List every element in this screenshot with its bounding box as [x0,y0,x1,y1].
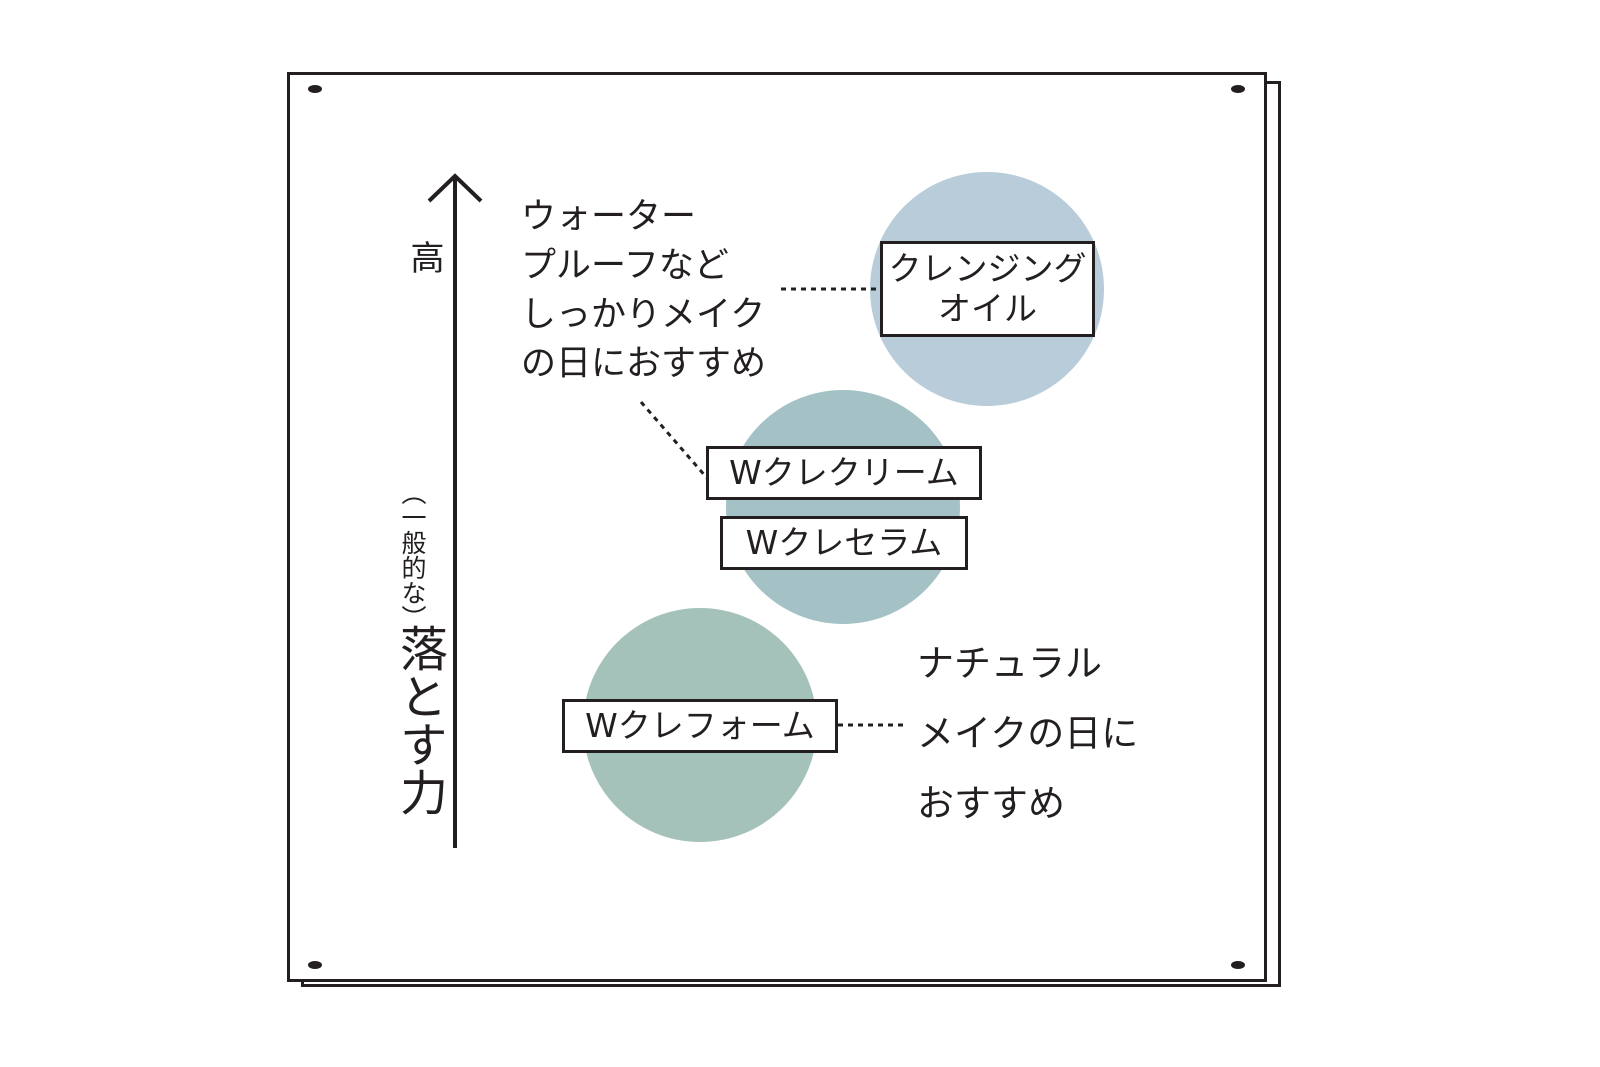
pin-top-left [308,85,322,93]
axis-label-main: 落とす力 [391,624,447,816]
pin-bottom-right [1231,961,1245,969]
axis-line [453,176,457,848]
product-cream-box: Wクレクリーム [706,446,982,500]
axis-label-paren: （一般的な） [398,480,427,630]
pin-top-right [1231,85,1245,93]
note-heavy-makeup: ウォーター プルーフなど しっかりメイク の日におすすめ [521,197,767,384]
note-natural-makeup: ナチュラル メイクの日に おすすめ [917,642,1139,825]
product-serum-box: Wクレセラム [720,516,968,570]
pin-bottom-left [308,961,322,969]
axis-label-high: 高 [404,240,444,274]
product-foam-box: Wクレフォーム [562,699,838,753]
axis-arrow-head [427,173,483,203]
product-oil-box: クレンジング オイル [880,241,1095,337]
circle-cream-serum [726,390,960,624]
connector-cream [639,401,709,479]
